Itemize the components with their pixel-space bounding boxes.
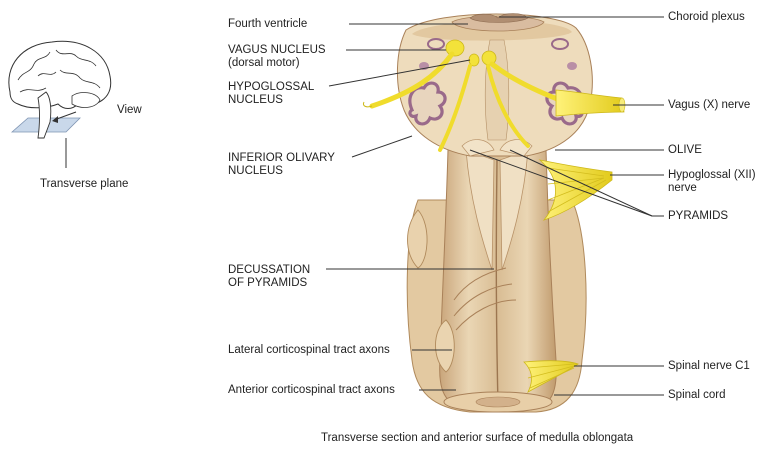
inset-brain: [8, 40, 112, 168]
label-vagus-nucleus: VAGUS NUCLEUS: [228, 44, 326, 56]
label-hypoglossal-nucleus: HYPOGLOSSAL: [228, 81, 315, 93]
label-vagus-nerve: Vagus (X) nerve: [668, 99, 751, 111]
hypoglossal-nerve-shape: [538, 159, 613, 221]
label-decussation: DECUSSATION: [228, 264, 311, 276]
label-hypoglossal-nerve: Hypoglossal (XII): [668, 169, 756, 181]
label-anterior-tract: Anterior corticospinal tract axons: [228, 384, 395, 396]
brain-gyri: [17, 49, 101, 93]
pyramid-left: [465, 149, 495, 271]
label-vagus-nucleus-sub: (dorsal motor): [228, 57, 300, 69]
label-olive: OLIVE: [668, 144, 702, 156]
label-spinal-cord: Spinal cord: [668, 389, 726, 401]
anterior-median-fissure: [495, 159, 499, 405]
label-lateral-tract: Lateral corticospinal tract axons: [228, 344, 390, 356]
vagus-nucleus-left: [445, 39, 465, 57]
cerebellum-shape: [71, 92, 101, 108]
olive-left-lower: [407, 209, 428, 269]
view-arrowhead: [52, 116, 58, 123]
label-pyramids: PYRAMIDS: [668, 210, 729, 222]
brainstem-shape: [37, 91, 52, 139]
label-choroid-plexus: Choroid plexus: [668, 11, 745, 23]
label-hypoglossal-nerve-2: nerve: [668, 182, 697, 194]
inferior-olivary-left: [408, 81, 447, 126]
vagus-nerve-shape: [555, 89, 625, 117]
leader-lines: [326, 16, 664, 396]
label-inferior-olivary-2: NUCLEUS: [228, 165, 283, 177]
choroid-plexus-shape: [469, 13, 529, 23]
label-fourth-ventricle: Fourth ventricle: [228, 18, 308, 30]
nerve-fibers: [363, 39, 626, 393]
figure-caption: Transverse section and anterior surface …: [321, 432, 634, 444]
lateral-tract-bulge: [435, 319, 455, 373]
label-hypoglossal-nucleus-2: NUCLEUS: [228, 94, 283, 106]
inset-view-label: View: [117, 104, 142, 116]
label-inferior-olivary: INFERIOR OLIVARY: [228, 152, 335, 164]
inset-plane-label: Transverse plane: [40, 178, 129, 190]
label-decussation-2: OF PYRAMIDS: [228, 277, 308, 289]
label-spinal-nerve-c1: Spinal nerve C1: [668, 360, 750, 372]
spinal-cord-illustration: [406, 149, 587, 413]
